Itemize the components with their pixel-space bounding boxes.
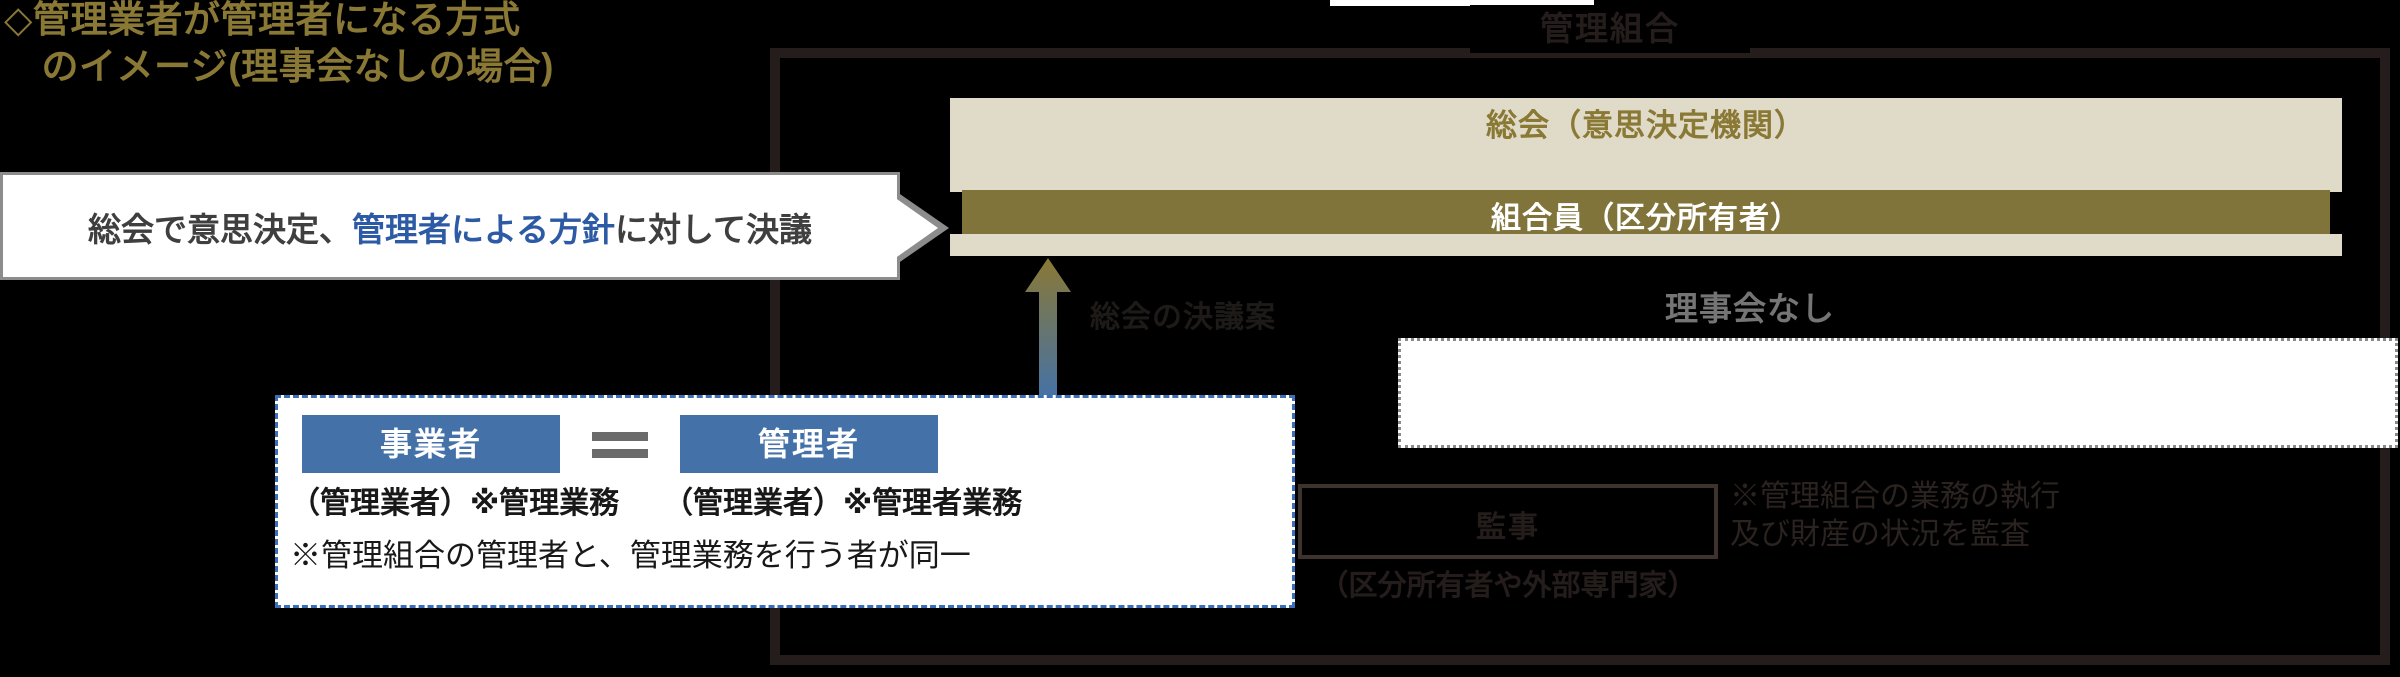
resolution-arrow bbox=[1024, 258, 1072, 400]
operator-caption-kanrisha: （管理業者）※管理者業務 bbox=[663, 487, 1023, 520]
equals-icon bbox=[592, 432, 648, 458]
callout-pointer-fill bbox=[894, 197, 938, 259]
frame-top-notch bbox=[1330, 0, 1594, 6]
auditor-note: ※管理組合の業務の執行 及び財産の状況を監査 bbox=[1730, 480, 2060, 551]
auditor-box: 監事 bbox=[1298, 484, 1718, 559]
operator-box-jigyousha: 事業者 bbox=[302, 415, 560, 473]
callout-text: 総会で意思決定、管理者による方針に対して決議 bbox=[3, 203, 897, 251]
resolution-arrow-label: 総会の決議案 bbox=[1090, 301, 1276, 334]
general-assembly-panel-footer bbox=[950, 234, 2342, 256]
page-title: ◇管理業者が管理者になる方式 のイメージ(理事会なしの場合) bbox=[4, 0, 554, 88]
general-assembly-heading: 総会（意思決定機関） bbox=[1486, 108, 1806, 143]
general-assembly-panel: 総会（意思決定機関） bbox=[950, 98, 2342, 192]
operator-caption-jigyousha: （管理業者）※管理業務 bbox=[290, 487, 620, 520]
callout-text-prefix: 総会で意思決定、 bbox=[87, 211, 352, 248]
operator-box-kanrisha: 管理者 bbox=[680, 415, 938, 473]
callout-box: 総会で意思決定、管理者による方針に対して決議 bbox=[0, 172, 900, 280]
management-association-label: 管理組合 bbox=[1470, 5, 1750, 53]
callout-text-accent: 管理者による方針 bbox=[351, 211, 615, 248]
arrow-up-icon bbox=[1025, 258, 1071, 400]
callout-text-suffix: に対して決議 bbox=[615, 211, 813, 248]
operator-panel-note: ※管理組合の管理者と、管理業務を行う者が同一 bbox=[290, 538, 971, 573]
auditor-sub-label: （区分所有者や外部専門家） bbox=[1319, 570, 1697, 602]
no-board-box bbox=[1398, 338, 2398, 448]
no-board-label: 理事会なし bbox=[1665, 290, 1835, 327]
auditor-box-label: 監事 bbox=[1476, 511, 1540, 544]
member-bar-label: 組合員（区分所有者） bbox=[1491, 202, 1801, 235]
member-bar: 組合員（区分所有者） bbox=[962, 190, 2330, 235]
